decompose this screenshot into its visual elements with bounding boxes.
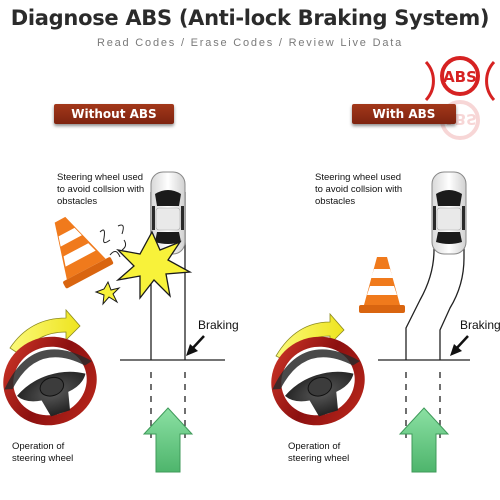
right-direction-arrow-icon xyxy=(398,407,450,473)
right-braking-arrow-icon xyxy=(450,335,469,356)
left-direction-arrow-icon xyxy=(142,407,194,473)
right-lane xyxy=(378,200,470,440)
abs-badge-text: ABS xyxy=(443,68,477,86)
with-abs-banner: With ABS xyxy=(352,104,456,124)
left-traffic-cone-icon xyxy=(54,216,114,289)
right-traffic-cone-icon xyxy=(359,257,405,313)
right-car-icon xyxy=(431,171,467,255)
left-braking-arrow-icon xyxy=(186,335,205,356)
left-car-icon xyxy=(150,171,186,255)
right-steering-wheel-icon xyxy=(271,336,365,426)
page-subtitle: Read Codes / Erase Codes / Review Live D… xyxy=(96,37,404,49)
right-braking-label: Braking xyxy=(460,318,500,332)
left-braking-label: Braking xyxy=(198,318,239,332)
abs-warning-icon: ABS ABS xyxy=(424,56,496,140)
crash-star-icon xyxy=(115,230,193,300)
left-steering-caption: Steering wheel used to avoid collsion wi… xyxy=(57,172,145,207)
page-title: Diagnose ABS (Anti-lock Braking System) xyxy=(10,6,490,30)
impact-motion-lines xyxy=(99,224,127,258)
right-operation-caption: Operation of steering wheel xyxy=(288,441,350,464)
right-steering-caption: Steering wheel used to avoid collsion wi… xyxy=(315,172,403,207)
without-abs-banner: Without ABS xyxy=(54,104,174,124)
left-operation-caption: Operation of steering wheel xyxy=(12,441,74,464)
left-steering-wheel-icon xyxy=(3,336,97,426)
small-spark-icon xyxy=(94,280,121,306)
